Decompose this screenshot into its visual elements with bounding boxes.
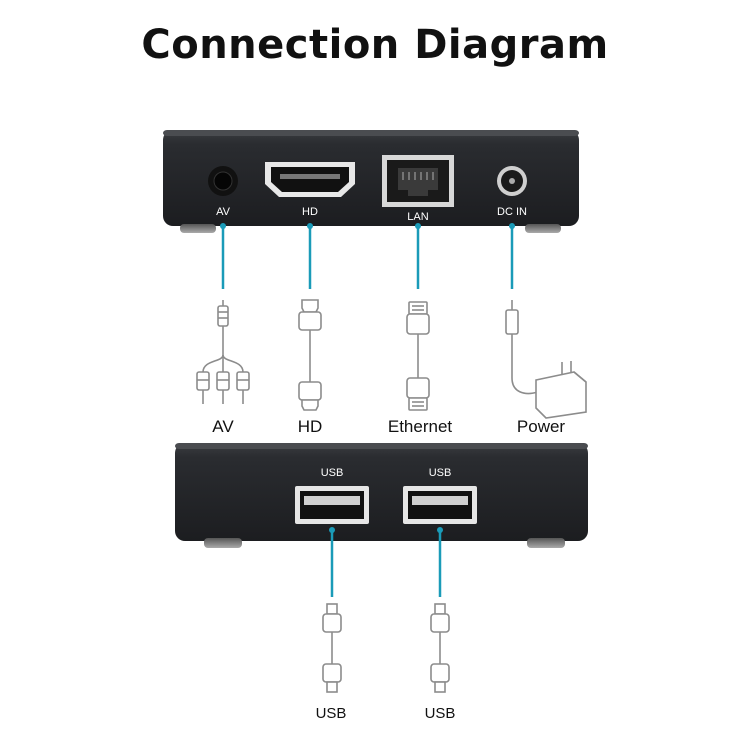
- hdmi-port: [265, 162, 355, 197]
- av-port: [208, 166, 238, 196]
- connector-line-av: [220, 223, 226, 289]
- usb-cable-icon: [430, 603, 450, 693]
- connector-line-hd: [307, 223, 313, 289]
- usb-port-2: [403, 486, 477, 524]
- top-connector-lines: [220, 223, 515, 289]
- cable-label-power: Power: [517, 417, 566, 436]
- lan-port: [382, 155, 454, 207]
- connector-line-usb-2: [437, 527, 443, 597]
- device-foot: [527, 538, 565, 548]
- port-label-hd: HD: [302, 206, 318, 218]
- bottom-device-body: [175, 443, 588, 541]
- port-label-usb-2: USB: [429, 467, 452, 479]
- cable-label-ethernet: Ethernet: [388, 417, 453, 436]
- top-device-edge: [163, 130, 579, 136]
- usb-port-1: [295, 486, 369, 524]
- diagram-title: Connection Diagram: [141, 22, 609, 68]
- top-device-body: [163, 130, 579, 226]
- hdmi-cable-icon: [298, 299, 322, 411]
- port-label-av: AV: [216, 206, 231, 218]
- cable-label-usb-1: USB: [316, 705, 347, 722]
- port-label-usb-1: USB: [321, 467, 344, 479]
- device-foot: [525, 224, 561, 233]
- bottom-connector-lines: [329, 527, 443, 597]
- dc-in-port: [497, 166, 527, 196]
- av-cable-icon: [196, 300, 250, 404]
- bottom-device: USB USB: [175, 443, 588, 548]
- cable-label-usb-2: USB: [425, 705, 456, 722]
- cable-label-av: AV: [212, 417, 234, 436]
- bottom-device-edge: [175, 443, 588, 449]
- cable-label-hd: HD: [298, 417, 323, 436]
- connector-line-usb-1: [329, 527, 335, 597]
- device-foot: [204, 538, 242, 548]
- usb-cable-icon: [322, 603, 342, 693]
- port-label-lan: LAN: [407, 211, 428, 223]
- top-device: AV HD LAN DC IN: [163, 130, 579, 233]
- ethernet-cable-icon: [406, 301, 430, 411]
- device-foot: [180, 224, 216, 233]
- connector-line-lan: [415, 223, 421, 289]
- power-adapter-icon: [505, 300, 587, 419]
- connector-line-power: [509, 223, 515, 289]
- port-label-dc-in: DC IN: [497, 206, 527, 218]
